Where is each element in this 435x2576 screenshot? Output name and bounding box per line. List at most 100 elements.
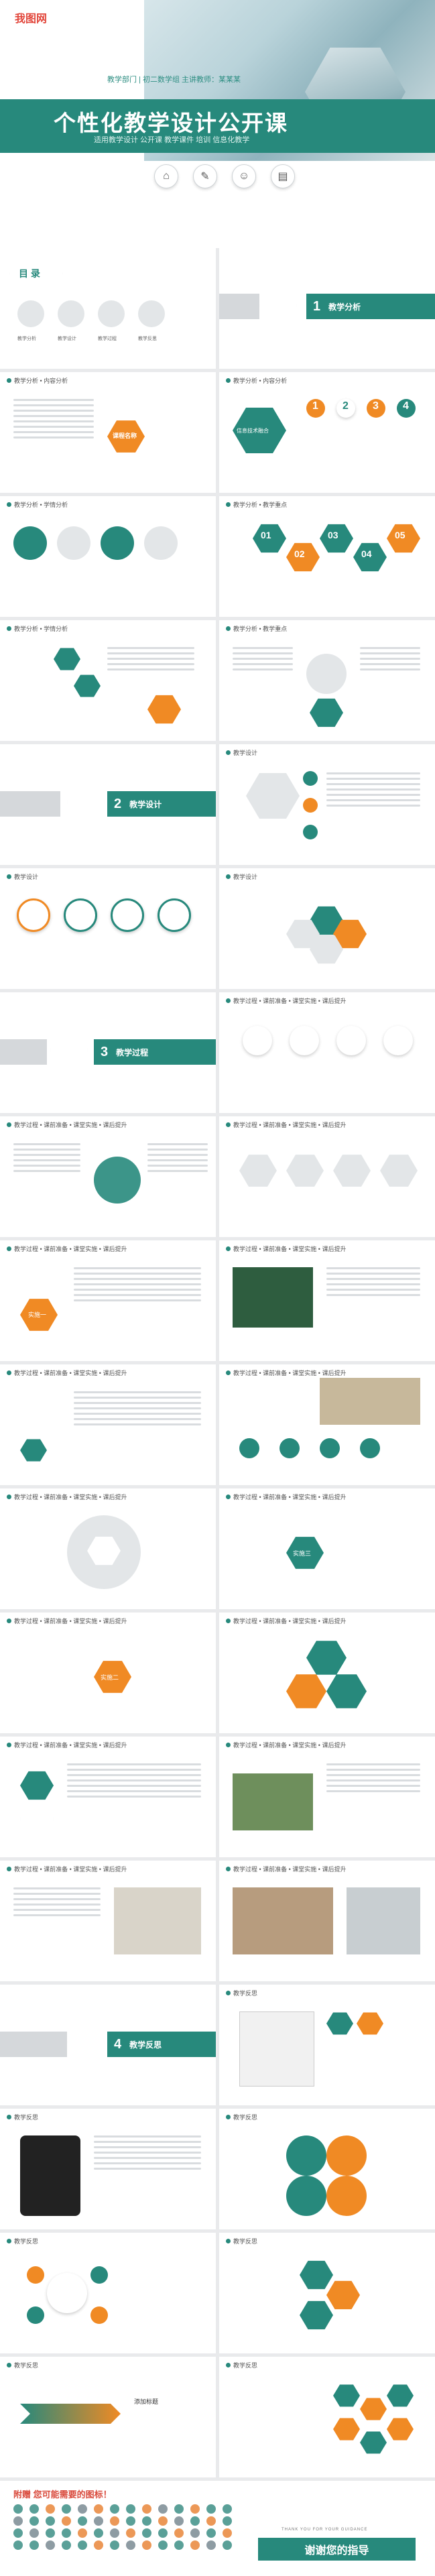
analysis-slide-1[interactable]: 教学分析 • 内容分析 课程名称 <box>0 372 216 493</box>
process-slide-12[interactable]: 教学过程 • 课前准备 • 课堂实施 • 课后提升 <box>0 1737 216 1857</box>
analysis-slide-4[interactable]: 教学分析 • 教学重点 01 02 03 04 05 <box>219 496 435 617</box>
slide-header: 教学过程 • 课前准备 • 课堂实施 • 课后提升 <box>233 1742 347 1749</box>
process-slide-4[interactable]: 教学过程 • 课前准备 • 课堂实施 • 课后提升 实施一 <box>0 1240 216 1361</box>
analysis-slide-2[interactable]: 教学分析 • 内容分析 信息技术融合 1 2 3 4 <box>219 372 435 493</box>
cover-icons: ⌂ ✎ ☺ ▤ <box>154 164 295 188</box>
slide-header: 教学反思 <box>14 2114 39 2121</box>
pen-icon: ✎ <box>193 164 217 188</box>
process-slide-1[interactable]: 教学过程 • 课前准备 • 课堂实施 • 课后提升 <box>219 992 435 1113</box>
section1-label: 1 教学分析 <box>306 294 435 319</box>
slide-header: 教学过程 • 课前准备 • 课堂实施 • 课后提升 <box>233 1494 347 1501</box>
toc-item-3[interactable]: 教学过程 <box>98 337 117 341</box>
reflection-slide-3[interactable]: 教学反思 <box>219 2109 435 2229</box>
chart-icon: ▤ <box>271 164 295 188</box>
analysis-slide-6[interactable]: 教学分析 • 教学重点 <box>219 620 435 741</box>
slide-header: 教学过程 • 课前准备 • 课堂实施 • 课后提升 <box>233 1618 347 1625</box>
notebook-image <box>239 2011 314 2087</box>
blackboard-photo <box>233 1267 313 1328</box>
toc-item-1[interactable]: 教学分析 <box>17 337 36 341</box>
slide-header: 教学过程 • 课前准备 • 课堂实施 • 课后提升 <box>233 1122 347 1128</box>
cover-subtitle: 适用教学设计 公开课 教学课件 培训 信息化教学 <box>94 136 250 144</box>
process-slide-3[interactable]: 教学过程 • 课前准备 • 课堂实施 • 课后提升 <box>219 1116 435 1237</box>
analysis-slide-3[interactable]: 教学分析 • 学情分析 <box>0 496 216 617</box>
reflection-slide-2[interactable]: 教学反思 <box>0 2109 216 2229</box>
practice2-label: 实施二 <box>101 1674 119 1681</box>
add-title: 添加标题 <box>134 2398 159 2405</box>
icons-ad: 附赠 您可能需要的图标！ <box>13 2490 112 2500</box>
section4-label: 4 教学反思 <box>107 2032 216 2057</box>
section3-slide[interactable]: 3 教学过程 <box>0 992 216 1113</box>
reflection-slide-7[interactable]: 教学反思 <box>219 2357 435 2477</box>
process-slide-7[interactable]: 教学过程 • 课前准备 • 课堂实施 • 课后提升 <box>219 1364 435 1485</box>
slide-header: 教学过程 • 课前准备 • 课堂实施 • 课后提升 <box>14 1618 127 1625</box>
process-slide-2[interactable]: 教学过程 • 课前准备 • 课堂实施 • 课后提升 <box>0 1116 216 1237</box>
cover-banner <box>0 99 435 153</box>
design-slide-3[interactable]: 教学设计 <box>219 868 435 989</box>
section1-slide[interactable]: 1 教学分析 <box>219 248 435 369</box>
toc-icon-4 <box>138 300 165 327</box>
slide-header: 教学反思 <box>233 1990 258 1997</box>
practice3-label: 实施三 <box>293 1550 312 1557</box>
slide-header: 教学反思 <box>14 2238 39 2245</box>
design-slide-1[interactable]: 教学设计 <box>219 744 435 865</box>
process-slide-14[interactable]: 教学过程 • 课前准备 • 课堂实施 • 课后提升 <box>0 1861 216 1981</box>
toc-icon-1 <box>17 300 44 327</box>
classroom-board-photo <box>233 1773 313 1830</box>
slide-header: 教学过程 • 课前准备 • 课堂实施 • 课后提升 <box>233 1370 347 1377</box>
slide-header: 教学反思 <box>233 2238 258 2245</box>
tech-label: 信息技术融合 <box>237 428 269 434</box>
toc-icon-2 <box>58 300 84 327</box>
analysis-slide-5[interactable]: 教学分析 • 学情分析 <box>0 620 216 741</box>
process-slide-8[interactable]: 教学过程 • 课前准备 • 课堂实施 • 课后提升 <box>0 1488 216 1609</box>
design-slide-2[interactable]: 教学设计 <box>0 868 216 989</box>
section2-slide[interactable]: 2 教学设计 <box>0 744 216 865</box>
bulb-icon <box>306 654 347 694</box>
toc-item-4[interactable]: 教学反思 <box>138 337 157 341</box>
cover-slide[interactable]: 我图网 教学部门 | 初二数学组 主讲教师：某某某 个性化教学设计公开课 适用教… <box>0 0 435 248</box>
slide-header: 教学过程 • 课前准备 • 课堂实施 • 课后提升 <box>14 1122 127 1128</box>
slide-header: 教学过程 • 课前准备 • 课堂实施 • 课后提升 <box>14 1494 127 1501</box>
slide-header: 教学过程 • 课前准备 • 课堂实施 • 课后提升 <box>233 1866 347 1873</box>
section2-label: 2 教学设计 <box>107 791 216 817</box>
reflection-slide-6[interactable]: 教学反思 添加标题 <box>0 2357 216 2477</box>
person-icon: ☺ <box>232 164 256 188</box>
slide-header: 教学过程 • 课前准备 • 课堂实施 • 课后提升 <box>14 1866 127 1873</box>
slide-header: 教学分析 • 内容分析 <box>233 377 288 384</box>
slide-header: 教学过程 • 课前准备 • 课堂实施 • 课后提升 <box>233 1246 347 1252</box>
process-slide-13[interactable]: 教学过程 • 课前准备 • 课堂实施 • 课后提升 <box>219 1737 435 1857</box>
brand-logo: 我图网 <box>15 13 48 25</box>
process-slide-11[interactable]: 教学过程 • 课前准备 • 课堂实施 • 课后提升 <box>219 1613 435 1733</box>
toc-item-2[interactable]: 教学设计 <box>58 337 76 341</box>
slide-header: 教学反思 <box>14 2362 39 2369</box>
reflection-slide-5[interactable]: 教学反思 <box>219 2233 435 2353</box>
thanks-banner: 谢谢您的指导 <box>258 2538 416 2561</box>
slide-header: 教学设计 <box>233 874 258 880</box>
toc-slide[interactable]: 目 录 教学分析 教学设计 教学过程 教学反思 <box>0 248 216 369</box>
slide-header: 教学过程 • 课前准备 • 课堂实施 • 课后提升 <box>14 1246 127 1252</box>
cover-tagline: 教学部门 | 初二数学组 主讲教师：某某某 <box>107 76 241 84</box>
process-slide-5[interactable]: 教学过程 • 课前准备 • 课堂实施 • 课后提升 <box>219 1240 435 1361</box>
slide-header: 教学分析 • 教学重点 <box>233 502 288 508</box>
slide-header: 教学过程 • 课前准备 • 课堂实施 • 课后提升 <box>14 1742 127 1749</box>
books-photo <box>114 1887 201 1954</box>
process-slide-15[interactable]: 教学过程 • 课前准备 • 课堂实施 • 课后提升 <box>219 1861 435 1981</box>
process-slide-6[interactable]: 教学过程 • 课前准备 • 课堂实施 • 课后提升 <box>0 1364 216 1485</box>
slide-header: 教学分析 • 内容分析 <box>14 377 68 384</box>
reflection-slide-4[interactable]: 教学反思 <box>0 2233 216 2353</box>
section3-label: 3 教学过程 <box>94 1039 216 1065</box>
process-slide-10[interactable]: 教学过程 • 课前准备 • 课堂实施 • 课后提升 实施二 <box>0 1613 216 1733</box>
process-slide-9[interactable]: 教学过程 • 课前准备 • 课堂实施 • 课后提升 实施三 <box>219 1488 435 1609</box>
slide-header: 教学反思 <box>233 2114 258 2121</box>
tablet-image <box>20 2135 80 2216</box>
slide-header: 教学过程 • 课前准备 • 课堂实施 • 课后提升 <box>233 998 347 1004</box>
slide-header: 教学反思 <box>233 2362 258 2369</box>
reflection-slide-1[interactable]: 教学反思 <box>219 1985 435 2105</box>
section4-slide[interactable]: 4 教学反思 <box>0 1985 216 2105</box>
laptop-photo <box>347 1887 420 1954</box>
home-icon: ⌂ <box>154 164 178 188</box>
practice-label: 实施一 <box>28 1311 47 1318</box>
toc-icon-3 <box>98 300 125 327</box>
slide-header: 教学设计 <box>14 874 39 880</box>
cover-title: 个性化教学设计公开课 <box>54 111 288 135</box>
